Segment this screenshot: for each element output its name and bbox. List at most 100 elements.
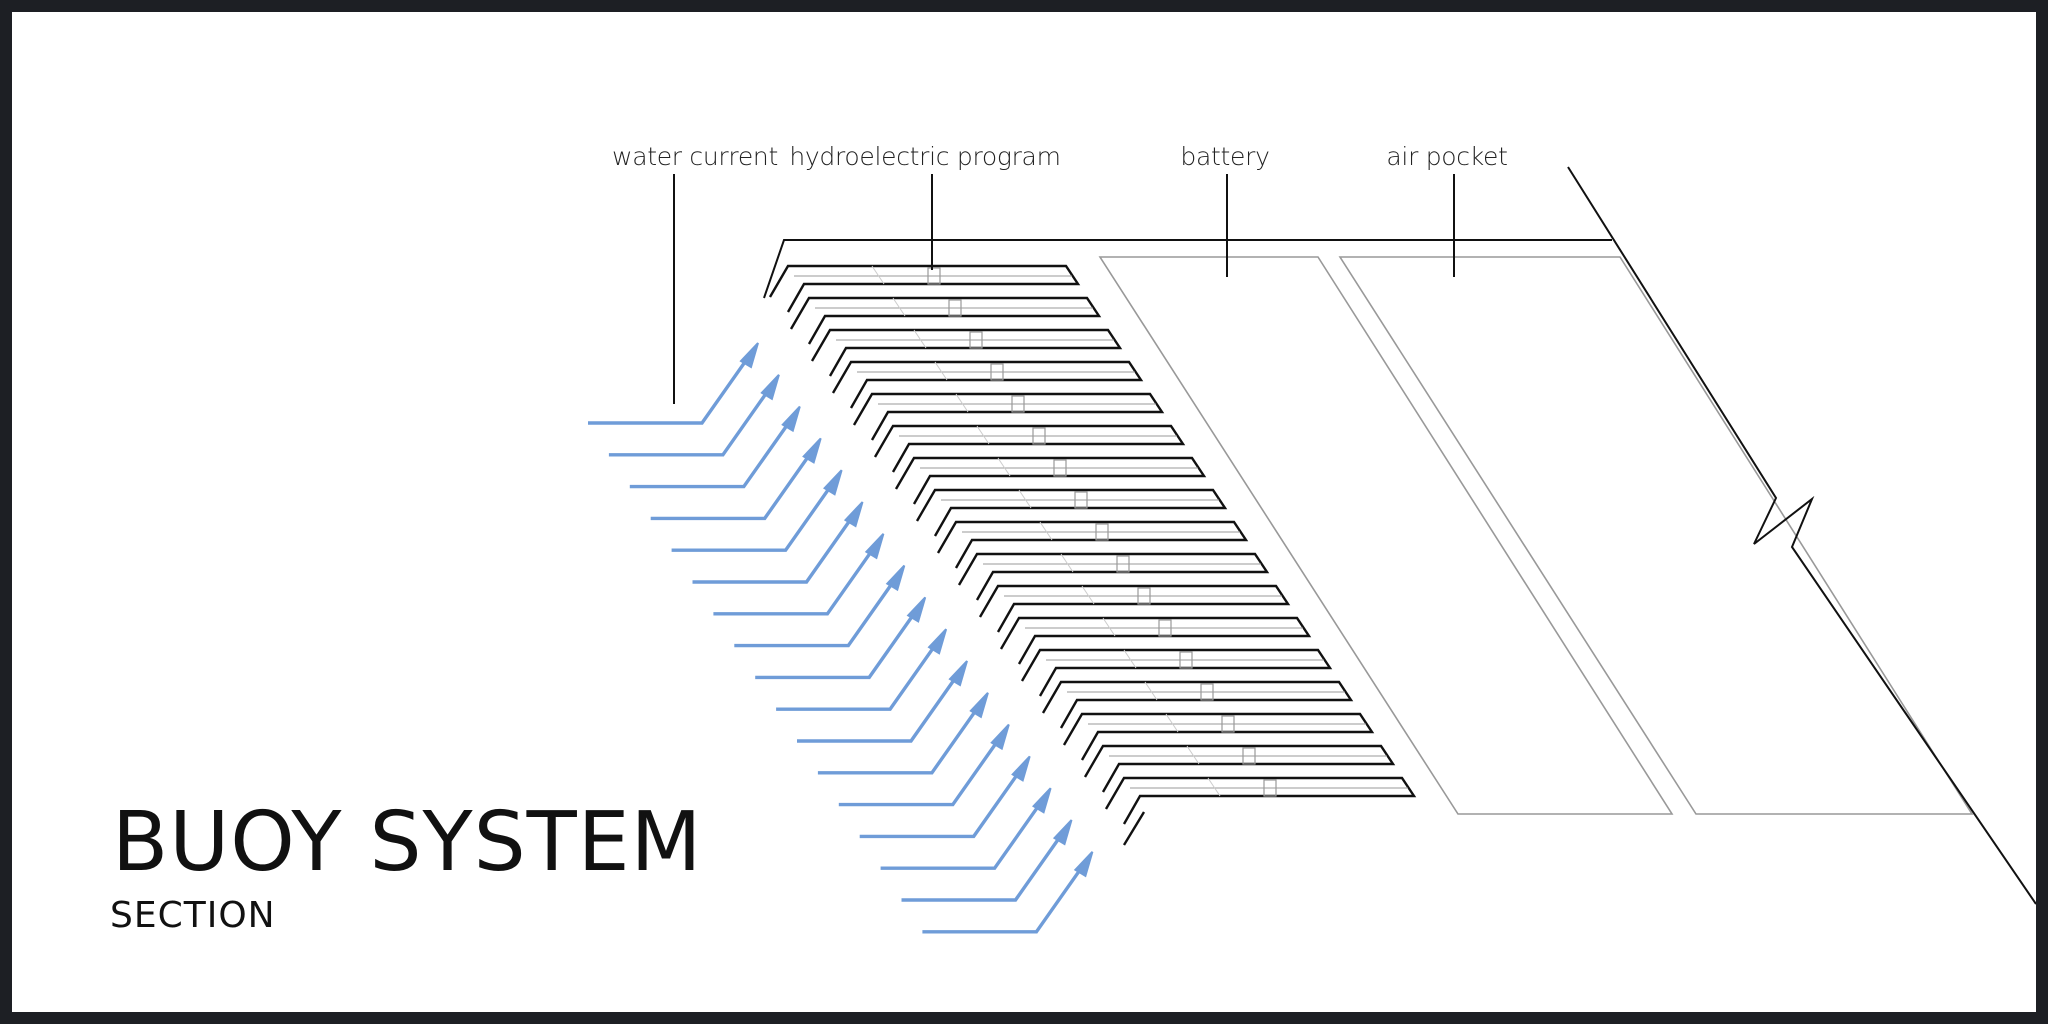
turbine-fin xyxy=(936,520,1249,569)
generator-unit xyxy=(1221,715,1235,733)
arrow-shaft xyxy=(817,700,984,775)
arrow-shaft xyxy=(588,351,754,425)
hull-deck-line xyxy=(763,239,1612,299)
generator-unit xyxy=(1116,555,1130,573)
generator-unit xyxy=(1137,587,1151,605)
arrow-head xyxy=(739,342,759,369)
arrow-head xyxy=(1032,787,1052,814)
fin-hatch xyxy=(913,329,927,349)
arrow-shaft xyxy=(859,764,1026,839)
arrow-head xyxy=(823,469,843,496)
fin-hatch xyxy=(1060,553,1074,573)
water-current-arrow xyxy=(838,723,1010,807)
arrow-shaft xyxy=(650,446,817,521)
turbine-fin xyxy=(915,488,1228,537)
water-current-arrow-group xyxy=(588,342,1094,934)
buoy-structure xyxy=(763,166,2036,905)
arrow-shaft xyxy=(776,637,942,711)
turbine-fin xyxy=(978,584,1291,633)
arrow-head xyxy=(1073,851,1094,878)
arrow-head xyxy=(969,692,989,719)
generator-unit xyxy=(1053,459,1067,477)
arrow-head xyxy=(843,501,864,528)
fin-hatch xyxy=(955,393,969,413)
water-current-arrow xyxy=(755,596,927,680)
turbine-fin xyxy=(852,392,1165,441)
fin-hatch xyxy=(1165,713,1179,733)
fin-outline xyxy=(999,616,1312,665)
arrow-shaft xyxy=(671,478,837,552)
arrow-shaft xyxy=(629,414,796,489)
fin-outline xyxy=(831,360,1144,409)
arrow-head xyxy=(760,374,780,401)
fin-outline xyxy=(915,488,1228,537)
generator-unit xyxy=(1032,427,1046,445)
label-battery: battery xyxy=(1180,142,1270,171)
fin-hatch xyxy=(871,265,885,285)
buoy-section-drawing xyxy=(588,166,2036,934)
arrow-shaft xyxy=(922,859,1088,934)
arrow-shaft xyxy=(880,796,1046,870)
turbine-fin xyxy=(894,456,1207,505)
water-current-arrow xyxy=(650,437,822,521)
fin-hatch xyxy=(1039,521,1053,541)
fin-hatch xyxy=(976,425,990,445)
diagram-title: BUOY SYSTEM xyxy=(112,795,703,890)
fin-outline xyxy=(852,392,1165,441)
fin-hatch xyxy=(1081,585,1095,605)
water-current-arrow xyxy=(713,533,885,616)
fin-hatch xyxy=(934,361,948,381)
water-current-arrow xyxy=(776,628,948,711)
generator-unit xyxy=(1200,683,1214,701)
water-current-arrow xyxy=(608,374,780,457)
arrow-head xyxy=(906,596,927,623)
fin-hatch xyxy=(1144,681,1158,701)
arrow-shaft xyxy=(692,510,858,584)
fin-outline xyxy=(957,552,1270,601)
fin-outline xyxy=(768,264,1081,313)
fin-hatch xyxy=(1186,745,1200,765)
arrow-head xyxy=(1011,755,1031,782)
generator-unit xyxy=(948,299,962,317)
turbine-fin xyxy=(831,360,1144,409)
fin-hatch xyxy=(997,457,1011,477)
arrow-shaft xyxy=(713,541,879,616)
generator-unit xyxy=(1242,747,1256,765)
generator-unit xyxy=(1263,779,1277,797)
water-current-arrow xyxy=(588,342,759,425)
fin-outline xyxy=(789,296,1102,345)
fin-outline xyxy=(810,328,1123,377)
fin-hatch xyxy=(1207,777,1221,797)
arrow-shaft xyxy=(734,573,900,648)
arrow-shaft xyxy=(608,382,775,457)
diagram-canvas: water current hydroelectric program batt… xyxy=(12,12,2036,1012)
fin-outline xyxy=(1041,680,1354,729)
water-current-arrow xyxy=(901,819,1073,902)
fin-outline xyxy=(1020,648,1333,697)
arrow-head xyxy=(948,660,968,687)
water-current-arrow xyxy=(692,501,864,584)
water-current-arrow xyxy=(859,755,1031,839)
generator-unit xyxy=(1074,491,1088,509)
turbine-fin xyxy=(999,616,1312,665)
diagram-subtitle: SECTION xyxy=(110,895,276,936)
air-pocket-compartment xyxy=(1338,256,1974,815)
generator-unit xyxy=(1095,523,1109,541)
turbine-fin-group xyxy=(768,264,1417,825)
outer-hull-break-line xyxy=(1567,166,2036,905)
callout-leaders xyxy=(673,174,1455,404)
turbine-fin xyxy=(1083,744,1396,793)
label-water-current: water current xyxy=(612,142,778,171)
arrow-shaft xyxy=(755,605,921,680)
arrow-head xyxy=(802,437,822,464)
fin-hatch xyxy=(1102,617,1116,637)
fin-stack-base xyxy=(1122,811,1146,846)
arrow-head xyxy=(1052,819,1073,846)
label-hydroelectric-program: hydroelectric program xyxy=(789,142,1061,171)
fin-outline xyxy=(873,424,1186,473)
fin-outline xyxy=(1062,712,1375,761)
fin-outline xyxy=(936,520,1249,569)
generator-unit xyxy=(1011,395,1025,413)
fin-outline xyxy=(978,584,1291,633)
turbine-fin xyxy=(768,264,1081,313)
